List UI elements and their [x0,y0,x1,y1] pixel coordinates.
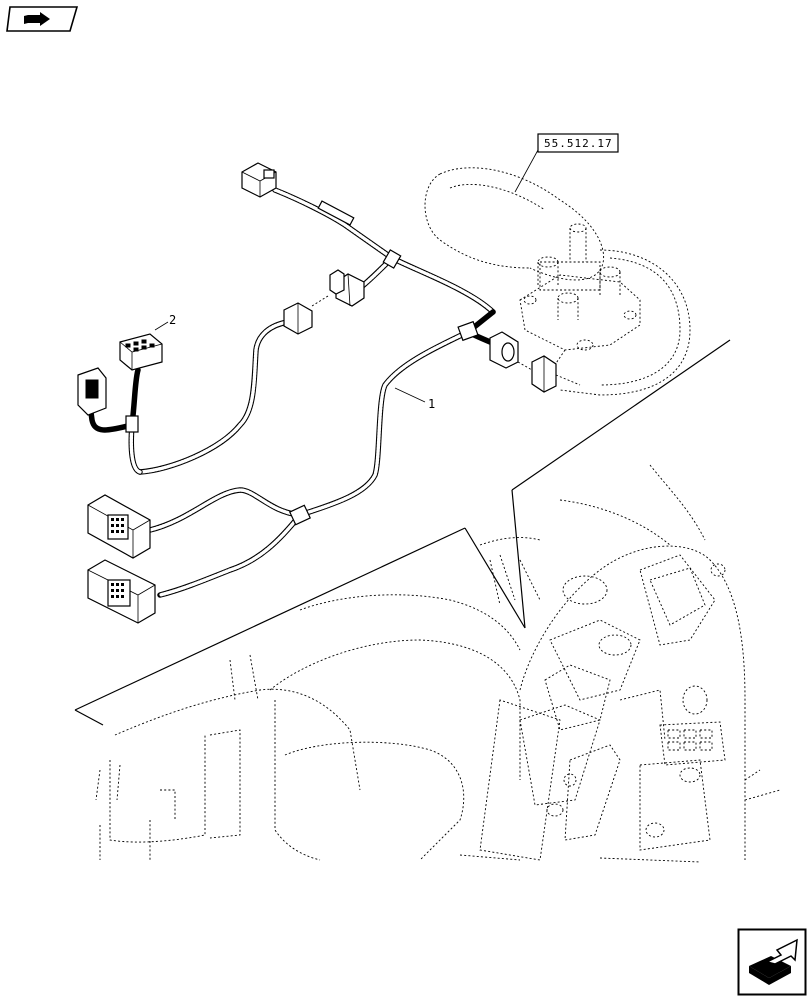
lower-connector-lower[interactable] [87,559,156,624]
actuator-assembly [424,167,691,396]
previous-page-arrow-icon [6,6,79,32]
lower-connector-upper[interactable] [87,494,151,559]
wire-harness[interactable] [87,187,503,598]
callout-2[interactable]: 2 [169,313,176,327]
right-connector[interactable] [489,331,581,393]
reference-box[interactable]: 55.512.17 [537,133,619,153]
cab-interior [74,339,781,863]
part-2-connector[interactable] [119,333,163,371]
small-connector[interactable] [283,302,313,335]
next-page-arrow-icon [737,928,807,996]
top-connector[interactable] [241,162,277,198]
previous-page-button[interactable] [6,6,79,32]
middle-connector[interactable] [311,269,365,307]
reference-box-text: 55.512.17 [544,137,613,150]
next-page-button[interactable] [737,928,807,996]
callout-1[interactable]: 1 [428,397,435,411]
left-plug[interactable] [77,367,107,416]
